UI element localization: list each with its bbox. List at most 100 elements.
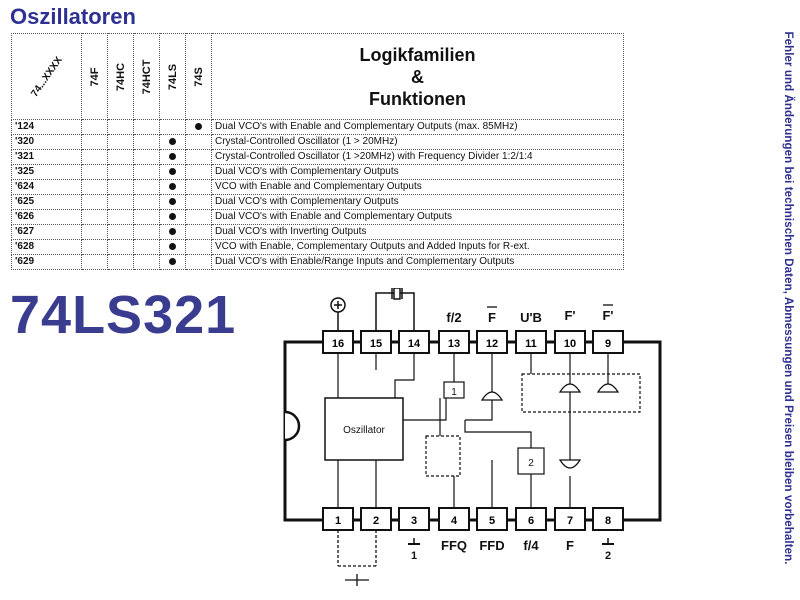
family-mark-cell: [107, 149, 134, 165]
availability-dot-icon: [169, 242, 176, 250]
family-header-74ls: 74LS: [159, 33, 186, 120]
family-mark-cell: [159, 149, 186, 165]
family-mark-cell: [107, 119, 134, 135]
part-number-cell: '625: [11, 194, 82, 210]
pin-4-label: FFQ: [441, 538, 467, 553]
part-number-cell: '124: [11, 119, 82, 135]
family-mark-cell: [133, 119, 160, 135]
family-mark-cell: [185, 164, 212, 180]
family-mark-cell: [185, 254, 212, 270]
family-mark-cell: [159, 164, 186, 180]
family-mark-cell: [133, 239, 160, 255]
pin-number: 16: [332, 338, 344, 350]
availability-dot-icon: [169, 197, 176, 205]
function-description-cell: Dual VCO's with Enable and Complementary…: [211, 119, 624, 135]
pin-7-label: F: [566, 538, 574, 553]
pin-number: 12: [486, 338, 498, 350]
pin-8-box: [592, 507, 624, 531]
pin-number: 5: [489, 515, 495, 527]
availability-dot-icon: [195, 122, 202, 130]
family-mark-cell: [133, 134, 160, 150]
family-mark-cell: [107, 194, 134, 210]
function-header-line: &: [411, 66, 424, 87]
pin-9-label: F': [602, 308, 613, 323]
part-number-cell: '325: [11, 164, 82, 180]
pin-number: 8: [605, 515, 611, 527]
internal-logic: Oszillator 1 2: [324, 353, 641, 508]
family-mark-cell: [185, 149, 212, 165]
family-header-74s: 74S: [185, 33, 212, 120]
family-mark-cell: [185, 209, 212, 225]
family-mark-cell: [133, 164, 160, 180]
availability-dot-icon: [169, 137, 176, 145]
family-mark-cell: [81, 179, 108, 195]
part-number-cell: '629: [11, 254, 82, 270]
crystal-symbol: [375, 288, 415, 331]
family-mark-cell: [159, 194, 186, 210]
pin-6-label: f/4: [523, 538, 539, 553]
family-mark-cell: [107, 209, 134, 225]
family-mark-cell: [81, 149, 108, 165]
availability-dot-icon: [169, 257, 176, 265]
function-description-cell: Dual VCO's with Enable and Complementary…: [211, 209, 624, 225]
family-mark-cell: [107, 239, 134, 255]
oscillator-label: Oszillator: [343, 425, 385, 436]
pin-number: 9: [605, 338, 611, 350]
pin-number: 11: [525, 338, 537, 350]
pin-5-label: FFD: [479, 538, 504, 553]
pin-10-label: F': [564, 308, 575, 323]
family-mark-cell: [107, 164, 134, 180]
family-mark-cell: [185, 134, 212, 150]
divider-block-2: [517, 447, 545, 475]
pin-number: 6: [528, 515, 534, 527]
block-label: 1: [451, 387, 457, 398]
pin-3-box: [398, 507, 430, 531]
pin-number: 7: [567, 515, 573, 527]
side-disclaimer: Fehler und Änderungen bei technischen Da…: [780, 8, 796, 588]
family-mark-cell: [81, 239, 108, 255]
part-number-cell: '627: [11, 224, 82, 240]
family-header-74hct: 74HCT: [133, 33, 160, 120]
function-description-cell: VCO with Enable and Complementary Output…: [211, 179, 624, 195]
bottom-pin-labels: FFQ FFD f/4 F 1 2: [408, 538, 614, 562]
pin-13-label: f/2: [446, 310, 461, 325]
ground-label: 2: [605, 550, 611, 562]
family-mark-cell: [81, 254, 108, 270]
family-mark-cell: [107, 254, 134, 270]
family-mark-cell: [81, 164, 108, 180]
block-label: 2: [528, 458, 534, 469]
pin-number: 1: [335, 515, 341, 527]
part-number-cell: '320: [11, 134, 82, 150]
function-header-line: Logikfamilien: [359, 44, 476, 65]
family-header-74f: 74F: [81, 33, 108, 120]
chip-name: 74LS321: [10, 285, 237, 345]
family-mark-cell: [185, 239, 212, 255]
part-number-cell: '321: [11, 149, 82, 165]
top-pin-labels: f/2 F U'B F' F': [330, 297, 614, 331]
function-description-cell: VCO with Enable, Complementary Outputs a…: [211, 239, 624, 255]
pin-number: 14: [408, 338, 421, 350]
pin-number: 10: [564, 338, 576, 350]
table-row: '124 Dual VCO's with Enable and Complemen…: [11, 119, 624, 135]
family-mark-cell: [185, 224, 212, 240]
availability-dot-icon: [169, 167, 176, 175]
family-mark-cell: [159, 224, 186, 240]
table-header-row: 74...XXXX 74F 74HC 74HCT 74LS 74S Logikf…: [11, 33, 624, 120]
external-capacitor-symbol: [337, 530, 377, 586]
vcc-plus-icon: [334, 301, 342, 309]
pin-number: 15: [370, 338, 382, 350]
pin-number: 13: [448, 338, 460, 350]
family-mark-cell: [185, 194, 212, 210]
top-pin-row: 16 15 14 13 12 11 10 9: [322, 330, 624, 354]
family-mark-cell: [81, 224, 108, 240]
family-mark-cell: [133, 194, 160, 210]
family-mark-cell: [107, 224, 134, 240]
output-gate-1: [480, 391, 504, 401]
family-mark-cell: [81, 134, 108, 150]
family-mark-cell: [81, 209, 108, 225]
